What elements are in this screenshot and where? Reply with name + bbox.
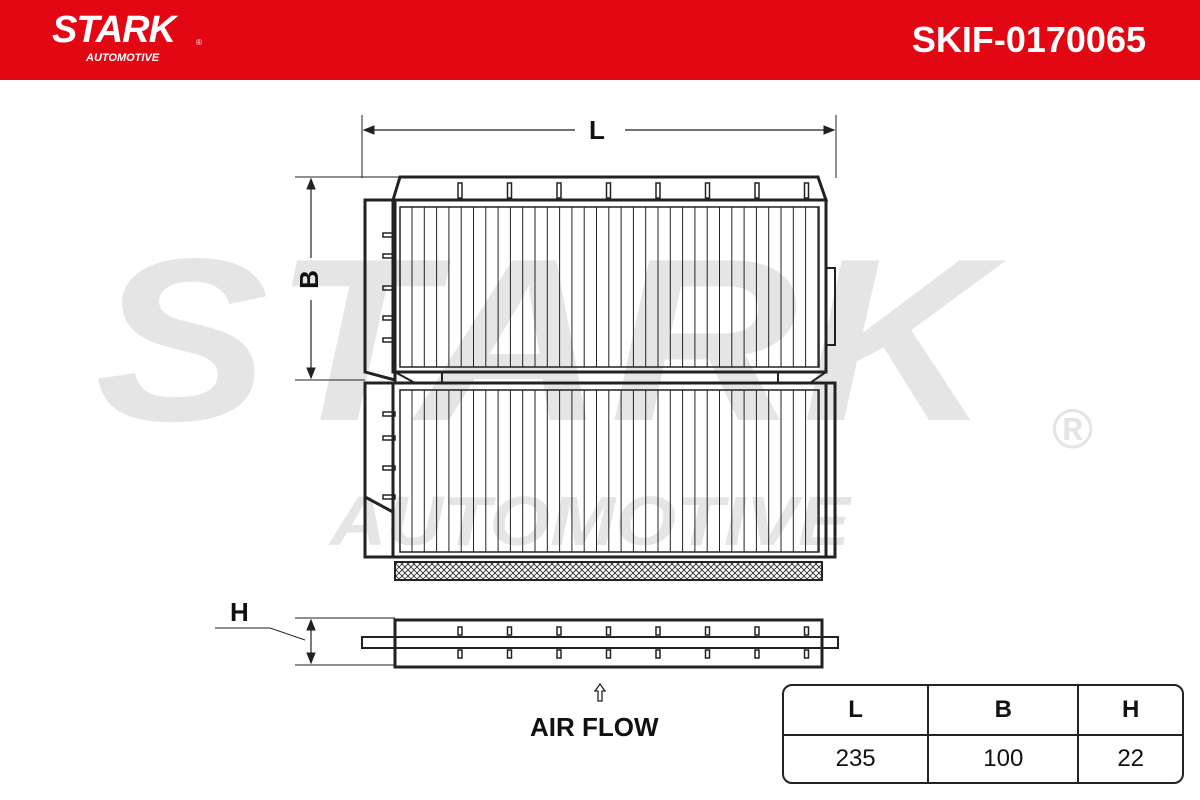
- clip-tab: [506, 626, 513, 636]
- watermark-reg-picture: ®: [1052, 397, 1093, 460]
- header-b: B: [927, 686, 1078, 736]
- clip-tab: [506, 649, 513, 659]
- clip-tab: [803, 649, 810, 659]
- clip-tab: [754, 649, 760, 659]
- side-clip: [382, 337, 396, 343]
- brand-logo: STARK: [52, 9, 176, 51]
- label-height: H: [230, 597, 249, 627]
- label-width: B: [293, 270, 324, 289]
- label-length: L: [589, 115, 605, 145]
- table-row: 235 100 22: [784, 735, 1182, 782]
- clip-tab: [506, 182, 513, 199]
- value-l: 235: [835, 744, 876, 772]
- clip-tab: [605, 649, 612, 659]
- brand-sub: AUTOMOTIVE: [86, 52, 160, 64]
- header-l: L: [784, 686, 928, 736]
- clip-tab: [655, 182, 661, 199]
- part-number: SKIF-0170065: [911, 19, 1146, 60]
- clip-tab: [704, 182, 711, 199]
- side-clip: [382, 285, 396, 291]
- side-clip: [382, 232, 396, 238]
- clip-tab: [803, 182, 810, 199]
- table-header-row: L B H: [784, 686, 1182, 736]
- clip-tab: [605, 182, 612, 199]
- side-clip: [382, 494, 396, 500]
- brand-reg-mark: ®: [196, 38, 202, 47]
- clip-tab: [704, 649, 711, 659]
- clip-tab: [704, 626, 711, 636]
- filter-bottom-view: [363, 381, 837, 559]
- watermark-main-picture: STARK: [95, 211, 1007, 470]
- clip-tab: [754, 182, 760, 199]
- length-dimension: [361, 115, 837, 178]
- side-clip: [382, 253, 396, 259]
- value-h: 22: [1077, 735, 1182, 782]
- filter-top-view: [363, 175, 836, 384]
- mesh-strip: [394, 561, 823, 581]
- height-dimension: [215, 617, 395, 666]
- width-dimension: [295, 176, 400, 381]
- side-clip: [382, 315, 396, 321]
- header-bar: STARK ® AUTOMOTIVE SKIF-0170065: [0, 0, 1200, 80]
- watermark-sub-picture: AUTOMOTIVE: [328, 482, 853, 560]
- clip-tab: [556, 182, 562, 199]
- clip-tab: [556, 626, 562, 636]
- clip-tab: [457, 626, 463, 636]
- clip-tab: [754, 626, 760, 636]
- clip-tab: [655, 649, 661, 659]
- clip-tab: [556, 649, 562, 659]
- air-flow-label: AIR FLOW: [530, 712, 659, 742]
- clip-tab: [655, 626, 661, 636]
- dimensions-table: L B H 235 100 22: [782, 684, 1184, 784]
- clip-tab: [457, 182, 463, 199]
- side-clip: [382, 411, 396, 417]
- up-arrow-icon: [593, 682, 607, 702]
- side-clip: [382, 465, 396, 471]
- clip-tab: [605, 626, 612, 636]
- clip-tab: [803, 626, 810, 636]
- filter-side-view: [361, 618, 839, 669]
- side-clip: [382, 435, 396, 441]
- value-b: 100: [927, 735, 1077, 782]
- header-h: H: [1077, 686, 1182, 736]
- clip-tab: [457, 649, 463, 659]
